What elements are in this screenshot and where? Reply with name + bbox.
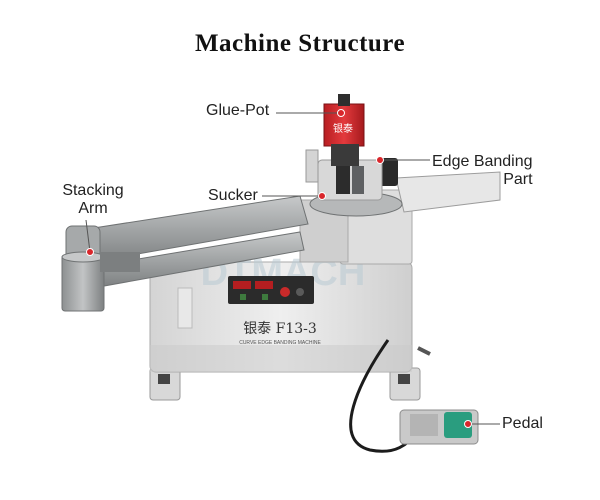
diagram-title: Machine Structure (194, 30, 406, 57)
machine-subtitle: CURVE EDGE BANDING MACHINE (239, 340, 321, 346)
control-panel (228, 276, 314, 304)
label-edge-banding-part: Edge Banding Part (432, 153, 533, 188)
brand-text: 银泰 F13-3 (243, 321, 317, 337)
callout-pedal (464, 420, 500, 428)
callout-sucker (262, 192, 326, 200)
label-pedal: Pedal (502, 415, 543, 432)
callout-stacking-arm (85, 219, 94, 256)
machine-body (149, 261, 413, 373)
callout-edge-banding (376, 156, 430, 164)
label-glue-pot: Glue-Pot (206, 102, 270, 119)
label-stacking-arm: Stacking Arm (62, 182, 124, 217)
right-foot (389, 367, 421, 401)
glue-pot: 银泰 (323, 94, 365, 166)
label-sucker: Sucker (208, 187, 258, 204)
callout-glue-pot (276, 109, 345, 117)
foot-pedal (399, 409, 479, 445)
edge-banding-table (378, 158, 501, 213)
rotating-head (305, 149, 403, 217)
glue-pot-text: 银泰 (333, 122, 353, 135)
stacking-arm (61, 195, 309, 312)
cable-connector (417, 346, 431, 356)
left-foot (149, 367, 181, 401)
